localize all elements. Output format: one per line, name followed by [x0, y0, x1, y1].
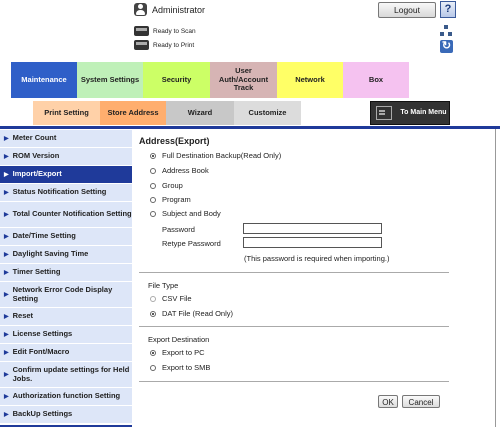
radio-full-backup[interactable]: Full Destination Backup(Read Only)	[150, 151, 281, 160]
sidebar-item-rom-version[interactable]: ▶ROM Version	[0, 148, 132, 166]
password-input[interactable]	[243, 223, 382, 234]
arrow-right-icon: ▶	[4, 212, 9, 218]
radio-indicator	[150, 349, 156, 356]
user-icon	[134, 3, 147, 16]
file-type-label: File Type	[148, 281, 179, 290]
radio-group[interactable]: Group	[150, 181, 183, 190]
arrow-right-icon: ▶	[4, 350, 9, 356]
radio-address-book[interactable]: Address Book	[150, 166, 209, 175]
sidebar-item-timer-setting[interactable]: ▶Timer Setting	[0, 264, 132, 282]
tab-store-address[interactable]: Store Address	[100, 101, 166, 125]
radio-indicator	[150, 310, 156, 317]
sub-tabs: Print Setting Store Address Wizard Custo…	[33, 101, 301, 125]
sidebar-item-authorization-function[interactable]: ▶Authorization function Setting	[0, 388, 132, 406]
radio-indicator	[150, 196, 156, 203]
radio-subject-body[interactable]: Subject and Body	[150, 209, 221, 218]
sidebar-item-status-notification[interactable]: ▶Status Notification Setting	[0, 184, 132, 202]
arrow-right-icon: ▶	[4, 332, 9, 338]
sidebar: ▶Meter Count ▶ROM Version ▶Import/Export…	[0, 129, 132, 425]
tab-divider	[0, 126, 500, 129]
sidebar-item-reset[interactable]: ▶Reset	[0, 308, 132, 326]
arrow-right-icon: ▶	[4, 394, 9, 400]
export-destination-label: Export Destination	[148, 335, 210, 344]
sidebar-bottom-border	[0, 425, 132, 427]
radio-csv-file[interactable]: CSV File	[150, 294, 192, 303]
sidebar-item-import-export[interactable]: ▶Import/Export	[0, 166, 132, 184]
arrow-right-icon: ▶	[4, 190, 9, 196]
tab-security[interactable]: Security	[143, 62, 210, 98]
header: Administrator Logout ? Ready to Scan Rea…	[0, 0, 500, 62]
arrow-right-icon: ▶	[4, 252, 9, 258]
password-note: (This password is required when importin…	[244, 254, 390, 263]
divider	[139, 381, 449, 382]
page-title: Address(Export)	[139, 136, 210, 146]
arrow-right-icon: ▶	[4, 136, 9, 142]
print-status-text: Ready to Print	[153, 41, 195, 49]
arrow-right-icon: ▶	[4, 292, 9, 298]
tab-print-setting[interactable]: Print Setting	[33, 101, 100, 125]
scanner-icon	[134, 26, 149, 36]
sidebar-item-license-settings[interactable]: ▶License Settings	[0, 326, 132, 344]
radio-indicator	[150, 364, 156, 371]
sidebar-item-meter-count[interactable]: ▶Meter Count	[0, 130, 132, 148]
to-main-menu-label: To Main Menu	[400, 109, 447, 117]
radio-export-to-pc[interactable]: Export to PC	[150, 348, 205, 357]
radio-export-to-smb[interactable]: Export to SMB	[150, 363, 210, 372]
tab-box[interactable]: Box	[343, 62, 409, 98]
printer-icon	[134, 40, 149, 50]
arrow-right-icon: ▶	[4, 412, 9, 418]
tab-network[interactable]: Network	[277, 62, 343, 98]
arrow-right-icon: ▶	[4, 172, 9, 178]
logout-button[interactable]: Logout	[378, 2, 436, 18]
divider	[139, 272, 449, 273]
network-icon[interactable]	[440, 25, 452, 37]
cancel-button[interactable]: Cancel	[402, 395, 440, 408]
arrow-right-icon: ▶	[4, 154, 9, 160]
sidebar-item-date-time[interactable]: ▶Date/Time Setting	[0, 228, 132, 246]
radio-indicator	[150, 167, 156, 174]
ok-button[interactable]: OK	[378, 395, 398, 408]
sidebar-item-daylight-saving[interactable]: ▶Daylight Saving Time	[0, 246, 132, 264]
password-label: Password	[162, 225, 195, 234]
arrow-right-icon: ▶	[4, 314, 9, 320]
arrow-right-icon: ▶	[4, 372, 9, 378]
sidebar-item-held-jobs[interactable]: ▶Confirm update settings for Held Jobs.	[0, 362, 132, 388]
tab-system-settings[interactable]: System Settings	[77, 62, 143, 98]
radio-dat-file[interactable]: DAT File (Read Only)	[150, 309, 233, 318]
scan-status: Ready to Scan	[134, 26, 196, 36]
sidebar-item-network-error-code[interactable]: ▶Network Error Code Display Setting	[0, 282, 132, 308]
to-main-menu-button[interactable]: To Main Menu	[370, 101, 450, 125]
retype-password-input[interactable]	[243, 237, 382, 248]
content-panel: Address(Export) Full Destination Backup(…	[132, 129, 500, 437]
radio-indicator	[150, 295, 156, 302]
divider	[139, 326, 449, 327]
tab-maintenance[interactable]: Maintenance	[11, 62, 77, 98]
radio-indicator	[150, 210, 156, 217]
arrow-right-icon: ▶	[4, 270, 9, 276]
arrow-right-icon: ▶	[4, 234, 9, 240]
retype-password-label: Retype Password	[162, 239, 221, 248]
main-tabs: Maintenance System Settings Security Use…	[11, 62, 409, 98]
user-info: Administrator	[134, 3, 205, 16]
tab-user-auth[interactable]: User Auth/Account Track	[210, 62, 277, 98]
main-menu-icon	[376, 106, 392, 120]
sidebar-item-backup-settings[interactable]: ▶BackUp Settings	[0, 406, 132, 424]
tab-wizard[interactable]: Wizard	[166, 101, 234, 125]
radio-indicator	[150, 182, 156, 189]
sidebar-item-total-counter-notification[interactable]: ▶Total Counter Notification Setting	[0, 202, 132, 228]
radio-program[interactable]: Program	[150, 195, 191, 204]
scan-status-text: Ready to Scan	[153, 27, 196, 35]
tab-customize[interactable]: Customize	[234, 101, 301, 125]
print-status: Ready to Print	[134, 40, 194, 50]
radio-indicator	[150, 152, 156, 159]
sidebar-item-edit-font-macro[interactable]: ▶Edit Font/Macro	[0, 344, 132, 362]
refresh-icon[interactable]: ↻	[440, 40, 453, 53]
user-name: Administrator	[152, 4, 206, 15]
help-button[interactable]: ?	[440, 1, 456, 18]
